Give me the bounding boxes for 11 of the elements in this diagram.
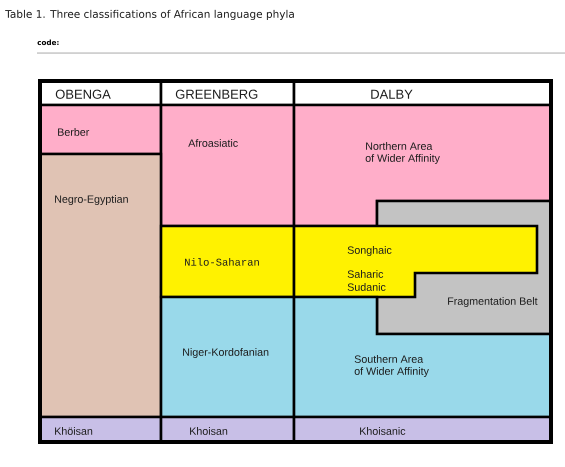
table-cell: Khöisan [38, 416, 162, 444]
area-region: Songhaic Saharic Sudanic [292, 224, 538, 298]
area-region: Northern Area of Wider Affinity [292, 104, 552, 228]
table-cell: Niger-Kordofanian [160, 296, 296, 418]
table-cell: Negro-Egyptian [38, 152, 162, 418]
table-title: Table 1. Three classifications of African language phyla [5, 10, 294, 20]
table-cell: Afroasiatic [160, 104, 296, 228]
table-cell: Berber [38, 104, 162, 156]
table-cell: Nilo-Saharan [160, 224, 296, 298]
table-cell: Khoisanic [292, 416, 552, 444]
table-cell: Khoisan [160, 416, 296, 444]
